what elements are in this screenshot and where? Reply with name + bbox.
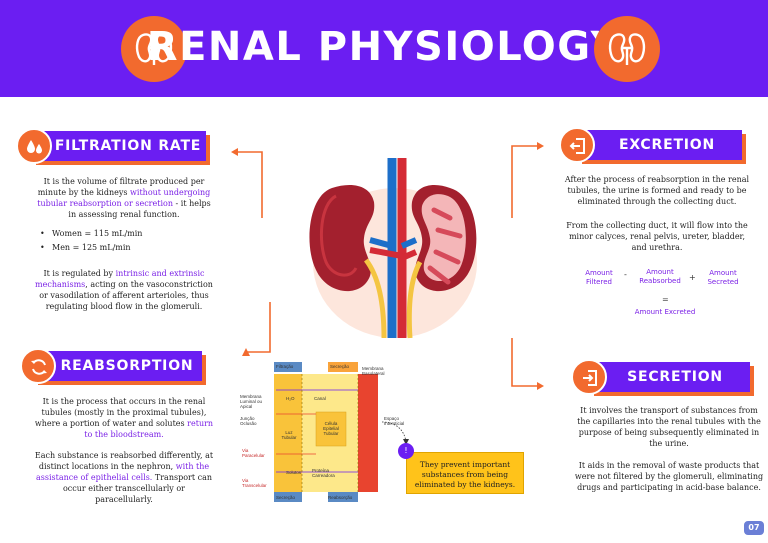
secretion-definition: It involves the transport of substances … — [577, 406, 761, 448]
text: It is regulated by — [43, 269, 116, 278]
highlight-text: intrinsic and extrinsic mechanisms — [35, 269, 205, 289]
formula-amount-excreted: Amount Excreted — [634, 308, 696, 316]
diagram-label-juncao: Junção Oclusão — [240, 416, 257, 426]
tubule-transport-diagram — [274, 362, 378, 502]
text: Transport can occur either transcellular… — [62, 473, 212, 504]
highlight-text: return to the bloodstream. — [84, 419, 214, 439]
diagram-label-reabsorcao: Reabsorção — [328, 495, 353, 500]
secretion-banner: SECRETION — [590, 362, 750, 392]
list-item: Men = 125 mL/min — [40, 241, 142, 255]
reabsorption-details: Each substance is reabsorbed differently… — [34, 450, 214, 505]
reabsorption-banner: REABSORPTION — [34, 351, 202, 381]
diagram-label-celula: Célula Epitelial Tubular — [323, 421, 339, 436]
filtration-banner: FILTRATION RATE — [32, 131, 206, 161]
formula-amount-filtered: Amount Filtered — [585, 269, 613, 286]
exit-door-icon — [559, 127, 595, 163]
diagram-label-membrana-luminal: Membrana Luminal ou Apical — [240, 394, 263, 409]
diagram-label-h2o: H₂O — [286, 396, 295, 401]
text: - it helps in assessing renal function. — [68, 199, 211, 219]
secretion-function: It aids in the removal of waste products… — [574, 461, 764, 492]
kidney-icon — [121, 16, 187, 82]
formula-equals: = — [662, 295, 669, 304]
diagram-label-espaco: Espaço Intersticial — [384, 416, 405, 426]
diagram-label-solutos: Solutos — [286, 470, 302, 475]
arrow-to-filtration — [231, 148, 263, 218]
cycle-arrows-icon — [20, 348, 56, 384]
dotted-pointer-arrow — [381, 421, 409, 445]
filtration-regulation: It is regulated by intrinsic and extrins… — [34, 268, 214, 312]
reabsorption-title: REABSORPTION — [60, 358, 194, 374]
reabsorption-definition: It is the process that occurs in the ren… — [34, 396, 214, 440]
diagram-label-membrana-basolateral: Membrana Basolateral — [362, 366, 385, 376]
text: , acting on the vasoconstriction or vaso… — [39, 280, 213, 311]
page-number: 07 — [744, 521, 764, 535]
diagram-label-secrecao-bottom: Secreção — [276, 495, 296, 500]
excretion-banner: EXCRETION — [578, 130, 742, 160]
page-title: RENAL PHYSIOLOGY — [146, 24, 622, 70]
diagram-label-secrecao-top: Secreção — [330, 364, 350, 369]
text: Each substance is reabsorbed differently… — [34, 451, 214, 471]
header-banner: RENAL PHYSIOLOGY — [0, 0, 768, 97]
note-box: They prevent important substances from b… — [406, 452, 524, 494]
formula-minus: - — [624, 270, 627, 279]
arrow-to-excretion — [511, 142, 544, 218]
formula-amount-reabsorbed: Amount Reabsorbed — [639, 268, 681, 285]
kidney-icon — [594, 16, 660, 82]
highlight-text: with the assistance of epithelial cells. — [36, 462, 210, 482]
arrow-to-diagram — [242, 302, 271, 356]
droplets-icon — [16, 128, 52, 164]
diagram-label-canal: Canal — [314, 396, 326, 401]
diagram-label-via-paracelular: Via Paracelular — [242, 448, 265, 458]
highlight-text: without undergoing tubular reabsorption … — [37, 188, 211, 208]
exclamation-icon: ! — [398, 443, 414, 459]
list-item: Women = 115 mL/min — [40, 227, 142, 241]
kidneys-illustration — [309, 158, 477, 339]
filtration-definition: It is the volume of filtrate produced pe… — [34, 176, 214, 220]
filtration-title: FILTRATION RATE — [54, 138, 202, 154]
excretion-definition: After the process of reabsorption in the… — [564, 175, 750, 206]
diagram-label-via-transcelular: Via Transcelular — [242, 478, 267, 488]
formula-plus: + — [689, 273, 696, 282]
text: It is the process that occurs in the ren… — [34, 397, 207, 428]
text: It is the volume of filtrate produced pe… — [37, 177, 205, 197]
excretion-pathway: From the collecting duct, it will flow i… — [566, 221, 748, 252]
formula-amount-secreted: Amount Secreted — [707, 269, 739, 286]
diagram-label-lumen: Luz Tubular — [281, 430, 297, 440]
diagram-label-filtracao: Filtração — [276, 364, 294, 369]
filtration-values-list: Women = 115 mL/min Men = 125 mL/min — [40, 227, 142, 255]
excretion-title: EXCRETION — [618, 137, 716, 153]
diagram-label-proteina: Proteína Carreadora — [312, 468, 335, 478]
secretion-title: SECRETION — [627, 369, 723, 385]
arrow-to-secretion — [511, 338, 544, 390]
enter-door-icon — [571, 359, 607, 395]
